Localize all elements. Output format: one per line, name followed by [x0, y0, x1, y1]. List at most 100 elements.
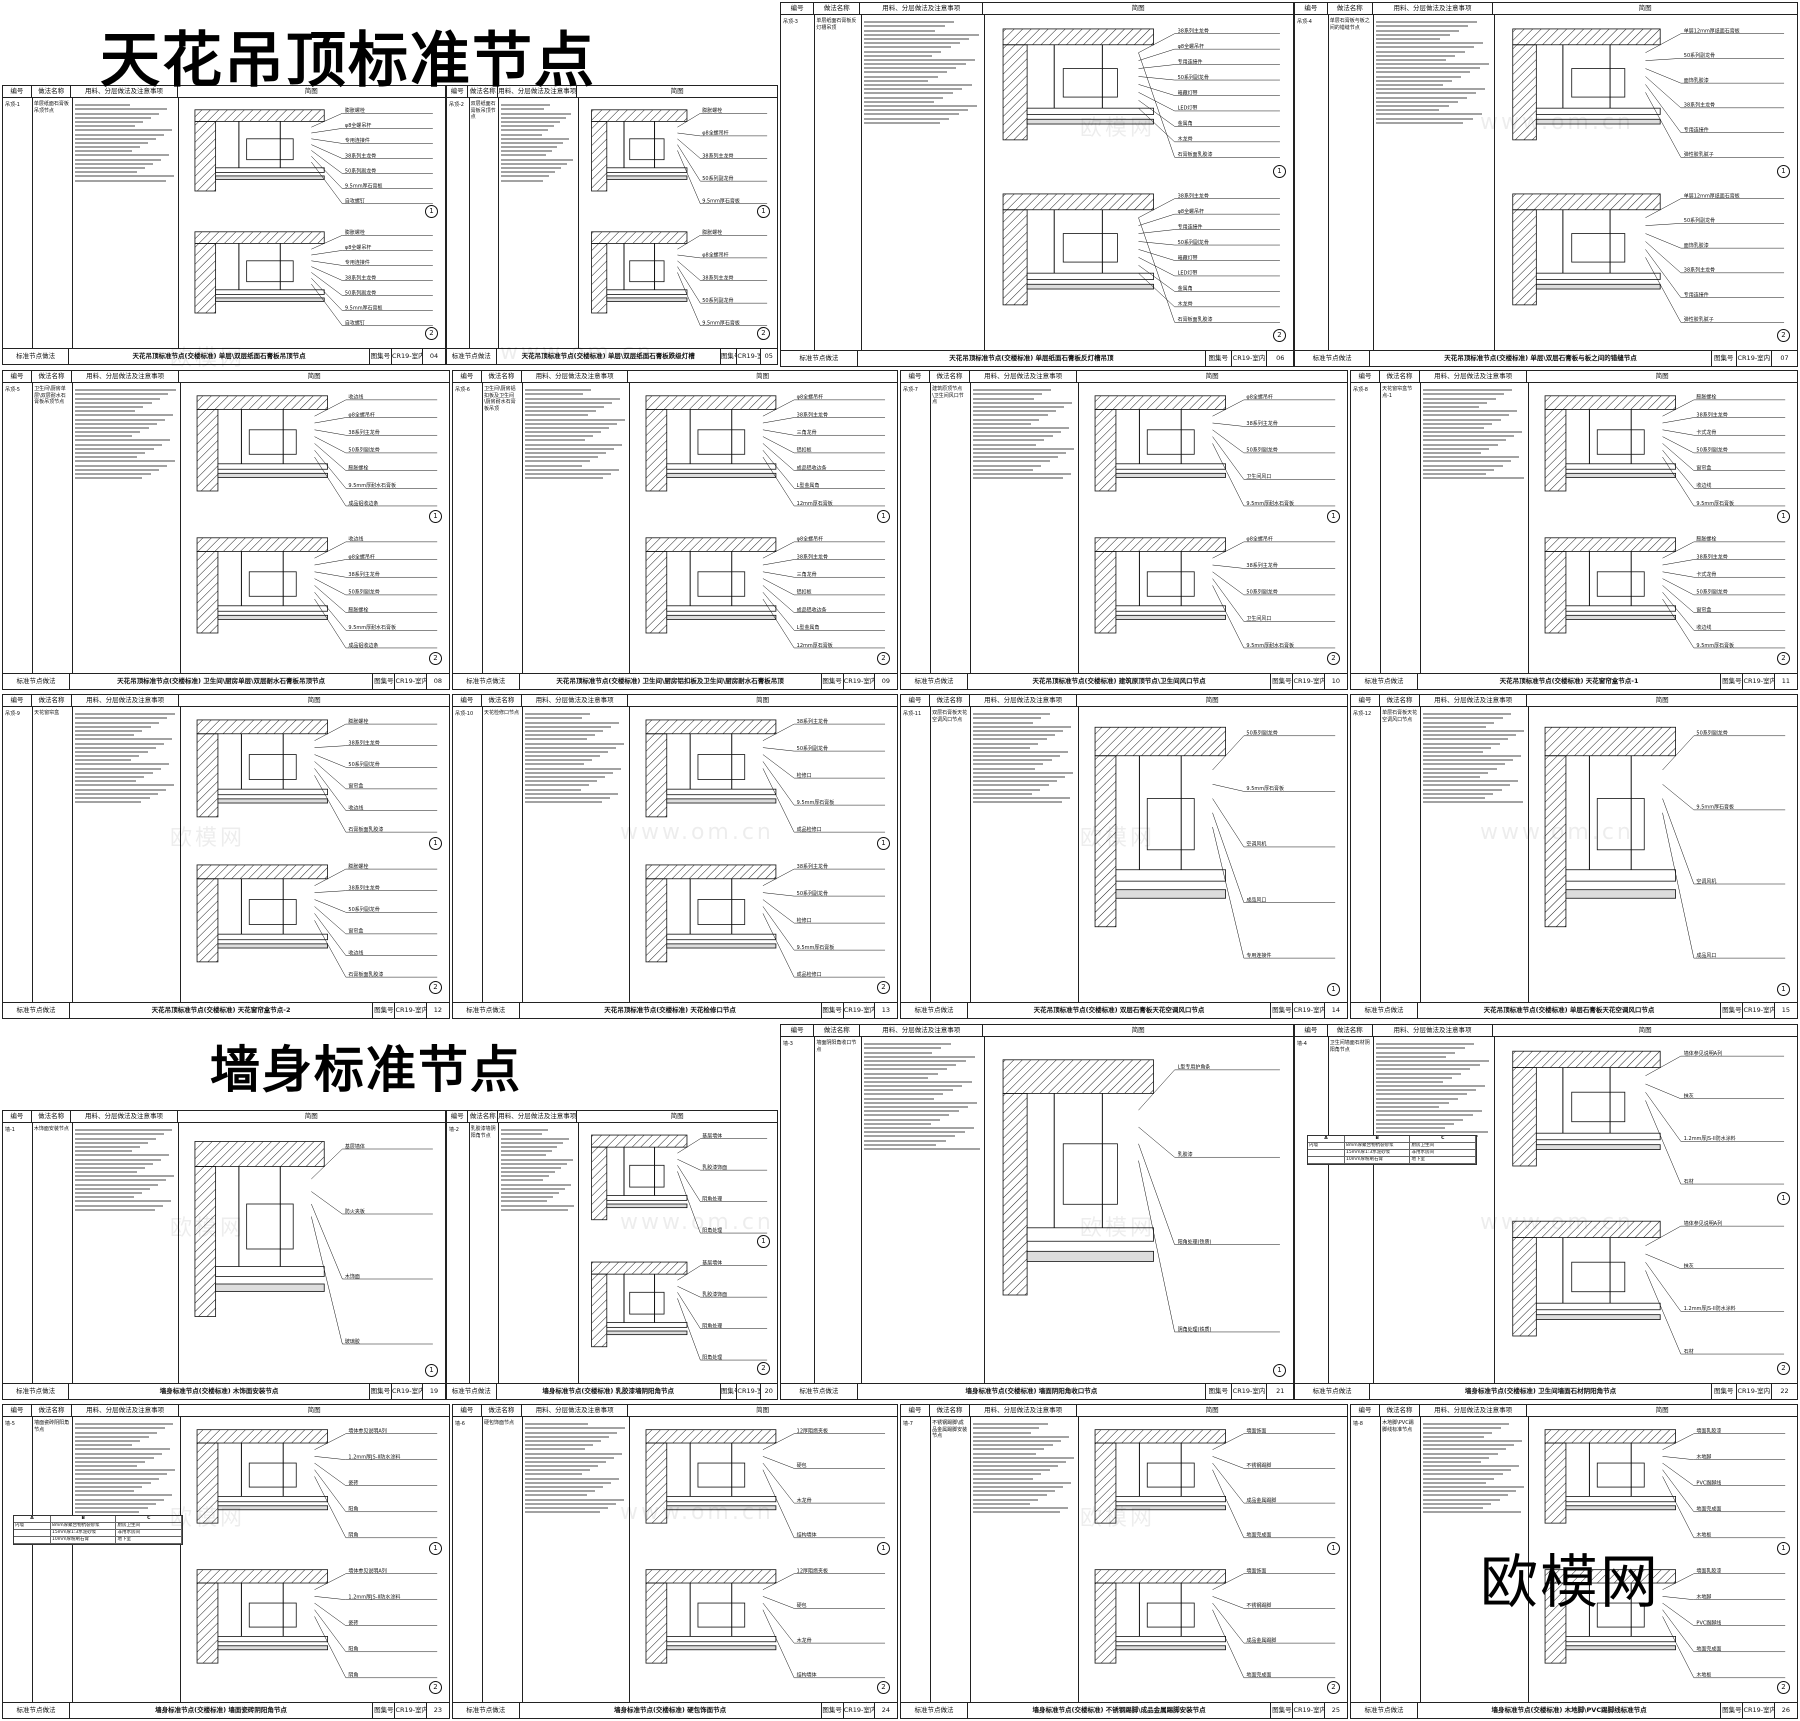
note-line — [1376, 84, 1443, 86]
annotation-label: 石膏板面乳胶漆 — [1178, 151, 1213, 158]
leader-line — [311, 150, 343, 174]
footer-sheet-code: CR19-室内 — [1743, 1703, 1775, 1718]
concrete-slab — [196, 864, 328, 879]
note-line — [1376, 100, 1458, 103]
note-line — [863, 79, 929, 82]
header-cell: 编号 — [3, 1405, 32, 1416]
note-line — [501, 141, 564, 144]
note-line — [74, 1171, 138, 1174]
detail-index: 1 — [1327, 510, 1340, 523]
note-line — [525, 1444, 593, 1447]
main-keel — [217, 788, 328, 796]
leader-line — [762, 723, 795, 741]
detail-index: 1 — [425, 1364, 438, 1377]
note-line — [74, 108, 168, 111]
column-divider — [1077, 383, 1079, 673]
header-cell: 编号 — [3, 371, 32, 382]
leader-line — [762, 761, 795, 806]
note-line — [973, 1511, 1060, 1514]
footer-sheet-code: CR19-室内 — [1743, 674, 1775, 689]
leader-line — [311, 283, 343, 326]
note-line — [501, 1171, 556, 1174]
footer-page-number: 04 — [429, 352, 439, 360]
leader-line — [314, 559, 346, 566]
column-divider — [72, 383, 74, 673]
note-line — [525, 1506, 608, 1509]
note-line — [75, 422, 157, 425]
gypsum-board — [606, 175, 688, 180]
header-cell: 简图 — [1205, 372, 1219, 380]
column-divider — [481, 383, 483, 673]
leader-line — [762, 1462, 795, 1504]
note-line — [525, 788, 581, 791]
panel-header: 编号做法名称用料、分层做法及注意事项简图 — [3, 1111, 445, 1123]
leader-line — [1662, 443, 1694, 471]
footer-standard: 标准节点做法 — [3, 1384, 70, 1399]
annotation-label: 石膏板面乳胶漆 — [348, 826, 383, 833]
leader-line — [677, 113, 701, 128]
panel-code: 吊顶-5 — [5, 387, 20, 393]
note-line — [525, 1435, 609, 1438]
panel-method-name: 单层纸面石膏板吊顶节点 — [33, 101, 69, 114]
annotation-label: 木地板 — [1696, 1532, 1711, 1539]
note-line — [863, 63, 966, 66]
concrete-slab — [1094, 537, 1226, 552]
leader-line — [677, 150, 701, 204]
header-cell: 用料、分层做法及注意事项 — [71, 1111, 178, 1122]
footer-page-number: 20 — [764, 1387, 773, 1395]
leader-line — [677, 132, 701, 137]
section-svg: 收边线φ8全螺吊杆38系列主龙骨50系列副龙骨膨胀螺栓9.5mm厚耐水石膏板成品… — [196, 536, 438, 649]
table-cell: 地下室 — [116, 1537, 182, 1544]
annotation-label: 阳角处理(铁质) — [1178, 1238, 1212, 1245]
note-line — [75, 1452, 162, 1455]
footer-sheet-code: CR19-室内 — [737, 1384, 761, 1399]
footer-sheet-label: 图集号 — [370, 349, 392, 364]
note-line — [1376, 1068, 1471, 1071]
step-frame — [629, 260, 665, 283]
note-line — [525, 755, 600, 758]
note-line — [1423, 456, 1519, 459]
note-line — [74, 1187, 151, 1190]
detail-index-number: 1 — [1331, 512, 1336, 520]
leader-line — [762, 898, 795, 923]
note-line — [75, 426, 149, 429]
note-line — [973, 780, 1057, 783]
leader-line — [314, 912, 346, 956]
column-divider — [32, 383, 34, 673]
column-divider — [1380, 707, 1382, 1002]
annotation-label: 38系列主龙骨 — [1178, 192, 1209, 199]
note-line — [1376, 1085, 1486, 1088]
note-line — [75, 713, 175, 716]
step-frame — [246, 1203, 294, 1250]
note-line — [501, 1166, 562, 1169]
leader-line — [1138, 1160, 1175, 1333]
note-line — [1423, 443, 1498, 446]
annotation-label: 玻璃胶 — [345, 1338, 360, 1345]
note-line — [1376, 1110, 1482, 1113]
column-divider — [930, 383, 932, 673]
note-line — [75, 1431, 157, 1434]
note-line — [863, 37, 970, 40]
footer-page-number: 10 — [1331, 677, 1340, 685]
note-line — [74, 1137, 157, 1140]
panel-header: 编号做法名称用料、分层做法及注意事项简图 — [1351, 1405, 1797, 1417]
leader-line — [1662, 598, 1695, 649]
detail-index-number: 1 — [1277, 166, 1282, 175]
note-line — [1376, 1072, 1462, 1075]
annotation-label: 不锈钢踢脚 — [1246, 1602, 1271, 1609]
leader-line — [1645, 232, 1682, 248]
note-line — [525, 780, 597, 783]
note-line — [525, 717, 582, 720]
annotation-label: 窗帘盒 — [1696, 464, 1711, 471]
gypsum-board — [217, 1644, 328, 1650]
note-line — [973, 1490, 1055, 1493]
note-line — [1423, 1444, 1514, 1447]
specification-notes — [501, 102, 575, 228]
step-frame — [697, 571, 746, 597]
